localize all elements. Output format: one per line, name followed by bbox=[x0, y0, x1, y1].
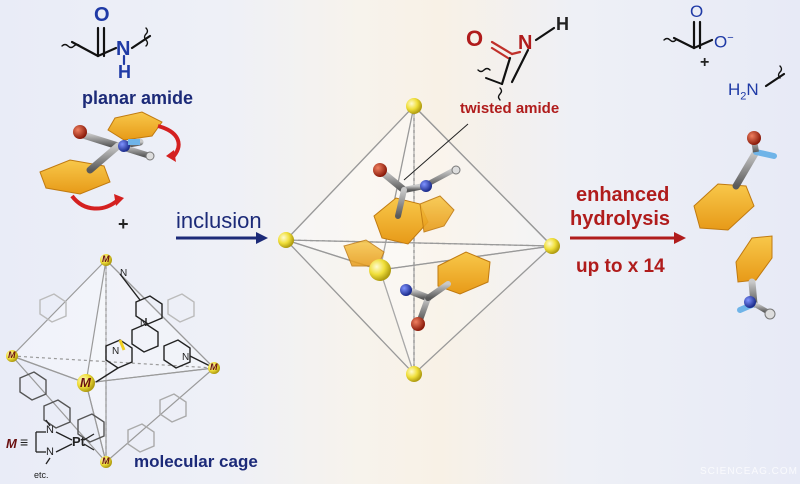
enhanced-label: enhanced bbox=[576, 184, 670, 206]
metal-label: M bbox=[102, 254, 110, 264]
inclusion-arrow bbox=[176, 232, 268, 244]
amide-nitrogen-label: N bbox=[116, 38, 131, 60]
pt-nitrogen-label: N bbox=[46, 446, 54, 458]
cage-vertex bbox=[100, 456, 112, 468]
cage-vertex bbox=[208, 362, 220, 374]
equivalence-symbol: ≡ bbox=[20, 434, 29, 450]
amide-hydrogen-label: H bbox=[118, 62, 131, 82]
etc-label: etc. bbox=[34, 470, 49, 480]
central-encapsulated-amide bbox=[343, 123, 491, 331]
nitrogen-label: N bbox=[120, 268, 128, 279]
central-cage-octahedron bbox=[284, 104, 554, 375]
cage-vertex bbox=[544, 238, 560, 254]
nitrogen-label: N bbox=[112, 346, 120, 357]
twisted-amide-label: twisted amide bbox=[460, 100, 560, 117]
cage-vertex bbox=[100, 254, 112, 266]
pt-complex-structure bbox=[35, 419, 95, 465]
amide-oxygen-label: O bbox=[94, 4, 110, 26]
carboxylate-oxygen-minus: O− bbox=[714, 32, 734, 52]
cage-vertex bbox=[406, 98, 422, 114]
cage-vertex-front bbox=[77, 374, 95, 392]
plus-sign-right: + bbox=[700, 54, 710, 71]
cage-vertex bbox=[406, 366, 422, 382]
inclusion-label: inclusion bbox=[176, 208, 262, 233]
metal-label: M bbox=[8, 350, 16, 360]
twisted-amide-structure bbox=[477, 26, 556, 101]
plus-sign-left: + bbox=[118, 214, 129, 234]
rate-enhancement-label: up to x 14 bbox=[576, 256, 665, 277]
nitrogen-label: N bbox=[182, 352, 190, 363]
planar-amide-structure bbox=[61, 26, 152, 66]
amine-label: H2N bbox=[728, 80, 759, 103]
cage-vertices bbox=[6, 254, 220, 468]
twisted-amide-oxygen-label: O bbox=[466, 26, 484, 51]
planar-amide-model bbox=[39, 111, 181, 211]
twisted-amide-nitrogen-label: N bbox=[518, 32, 533, 54]
metal-label: M bbox=[102, 456, 110, 466]
pt-nitrogen-label: N bbox=[46, 424, 54, 436]
hydrolysis-arrow bbox=[570, 232, 686, 244]
cage-vertex bbox=[6, 350, 18, 362]
cage-vertex bbox=[278, 232, 294, 248]
metal-label: M bbox=[80, 375, 91, 390]
metal-label: M bbox=[210, 362, 218, 372]
metal-definition-symbol: M bbox=[6, 436, 17, 451]
cage-ligand-drawing bbox=[19, 273, 211, 453]
planar-amide-label: planar amide bbox=[82, 88, 194, 108]
central-cage-vertices bbox=[278, 98, 560, 382]
platinum-label: Pt bbox=[72, 434, 85, 449]
hydrolysis-label: hydrolysis bbox=[570, 208, 671, 230]
watermark: SCIENCEAG.COM bbox=[700, 466, 799, 477]
product-models bbox=[693, 131, 777, 320]
twisted-amide-hydrogen-label: H bbox=[556, 14, 569, 34]
carboxylate-structure bbox=[663, 20, 714, 50]
carboxylate-oxygen-top: O bbox=[690, 2, 704, 21]
cage-vertex-front bbox=[369, 259, 391, 281]
molecular-cage-label: molecular cage bbox=[134, 452, 258, 471]
amine-structure bbox=[764, 65, 786, 88]
nitrogen-label: N bbox=[140, 318, 148, 329]
